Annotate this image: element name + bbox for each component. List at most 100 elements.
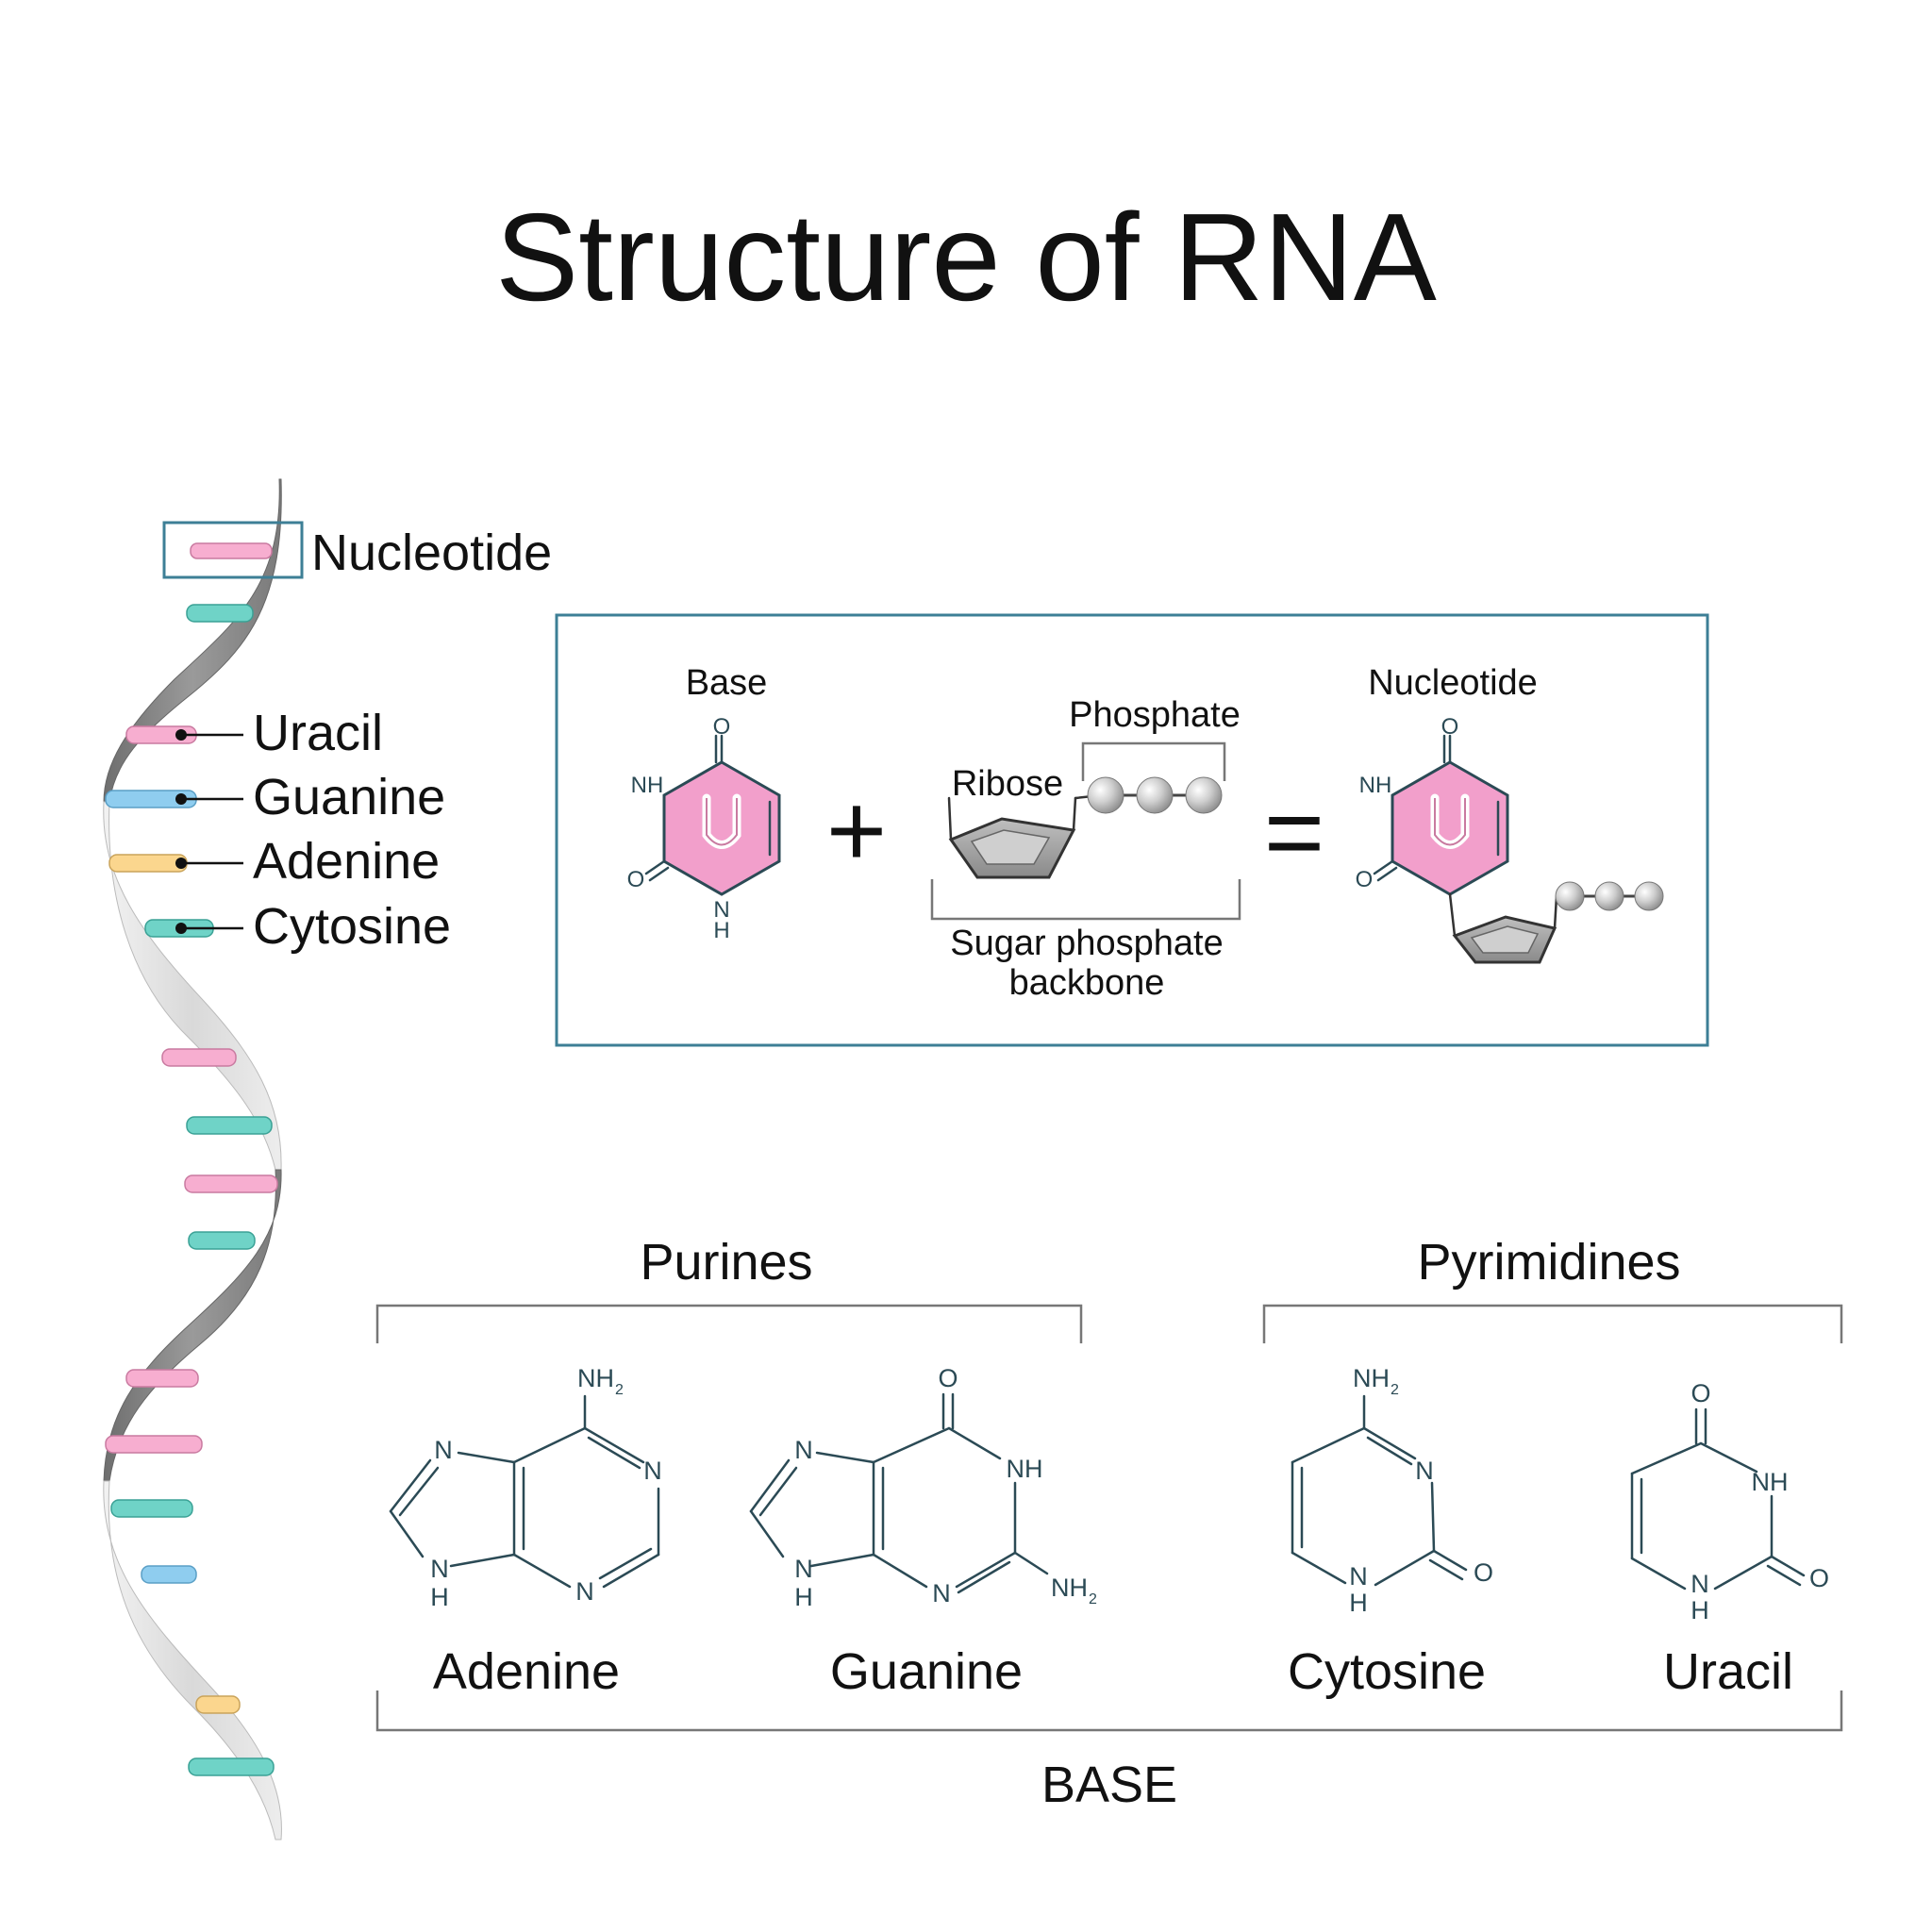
atom-sub-2: 2 — [1391, 1382, 1399, 1398]
base-bracket — [375, 1690, 1843, 1732]
phosphate-chain — [1087, 776, 1223, 814]
phosphate-ball — [1136, 776, 1174, 814]
label-nucleotide-result: Nucleotide — [1368, 663, 1538, 703]
label-uracil: Uracil — [253, 705, 383, 761]
nucleotide-rung-cytosine — [186, 1116, 273, 1135]
label-cytosine: Cytosine — [253, 898, 451, 955]
page-title: Structure of RNA — [495, 188, 1437, 326]
atom-n: N — [575, 1577, 594, 1606]
atom-nh2: NH — [1353, 1364, 1390, 1392]
guanine-structure — [749, 1392, 1049, 1594]
helix-leaders — [175, 729, 243, 934]
nucleotide-highlight-box — [162, 521, 304, 579]
atom-sub-2: 2 — [1089, 1591, 1097, 1607]
atom-h: H — [430, 1583, 449, 1611]
equation-frame — [555, 613, 1709, 1047]
nucleotide-rung-adenine — [195, 1695, 241, 1714]
label-backbone-line2: backbone — [1009, 963, 1165, 1003]
atom-nh2: NH — [577, 1364, 614, 1392]
atom-n: N — [794, 1555, 813, 1583]
phosphate-ball — [1555, 881, 1585, 911]
atom-o: O — [627, 867, 645, 892]
atom-n: N — [643, 1457, 662, 1485]
nucleotide-rung-uracil — [105, 1435, 203, 1454]
label-base: Base — [686, 663, 768, 703]
label-adenine-structure: Adenine — [433, 1643, 620, 1700]
phosphate-bracket — [1081, 741, 1226, 781]
label-backbone-line1: Sugar phosphate — [950, 924, 1223, 963]
atom-h: H — [713, 918, 729, 943]
backbone-segment-light — [103, 1480, 282, 1840]
label-adenine: Adenine — [253, 833, 440, 890]
atom-n: N — [1690, 1570, 1709, 1598]
atom-nh: NH — [1752, 1468, 1789, 1496]
leader-dot — [175, 858, 187, 869]
label-uracil-structure: Uracil — [1663, 1643, 1793, 1700]
leader-dot — [175, 793, 187, 805]
phosphate-ball — [1594, 881, 1624, 911]
heading-purines: Purines — [640, 1234, 812, 1291]
label-guanine-structure: Guanine — [830, 1643, 1023, 1700]
cytosine-structure — [1291, 1394, 1468, 1587]
atom-nh: NH — [1007, 1455, 1043, 1483]
label-ribose: Ribose — [952, 764, 1063, 804]
atom-n: N — [1415, 1457, 1434, 1485]
atom-n: N — [794, 1436, 813, 1464]
label-phosphate: Phosphate — [1069, 695, 1241, 735]
atom-n: N — [932, 1579, 951, 1607]
atom-o: O — [938, 1364, 958, 1392]
label-base-group: BASE — [1041, 1757, 1177, 1813]
purines-bracket — [375, 1304, 1083, 1343]
adenine-structure — [389, 1394, 660, 1589]
backbone-bracket — [930, 879, 1241, 921]
atom-o: O — [1356, 867, 1374, 892]
atom-nh2: NH — [1051, 1574, 1088, 1602]
nucleotide-rung-cytosine — [110, 1499, 193, 1518]
base-structures: Purines Pyrimidines BASE NH 2 N N N — [375, 1234, 1843, 1813]
nucleotide-rung-uracil — [184, 1174, 278, 1193]
label-guanine: Guanine — [253, 769, 445, 825]
atom-o: O — [713, 714, 731, 740]
atom-n: N — [430, 1555, 449, 1583]
atom-o: O — [1809, 1564, 1829, 1592]
nucleotide-rung-uracil — [161, 1048, 237, 1067]
pyrimidines-bracket — [1262, 1304, 1843, 1343]
base-uracil-ring — [644, 734, 781, 896]
helix-backbone — [103, 478, 282, 1840]
nucleotide-rung-uracil — [125, 1369, 199, 1388]
plus-sign: + — [826, 773, 887, 889]
nucleotide-equation: Base O NH O N H + Ribose Phosphate — [555, 613, 1709, 1047]
atom-o: O — [1474, 1558, 1493, 1587]
atom-sub-2: 2 — [615, 1382, 624, 1398]
nucleotide-result — [1373, 734, 1664, 964]
atom-nh: NH — [631, 773, 664, 798]
atom-h: H — [1349, 1589, 1368, 1617]
equals-sign: = — [1264, 774, 1324, 891]
nucleotide-rung-uracil — [190, 542, 273, 559]
heading-pyrimidines: Pyrimidines — [1417, 1234, 1680, 1291]
phosphate-ball — [1634, 881, 1664, 911]
backbone-segment-dark — [103, 1169, 282, 1482]
label-cytosine-structure: Cytosine — [1288, 1643, 1486, 1700]
atom-n: N — [434, 1436, 453, 1464]
nucleotide-rung-cytosine — [188, 1757, 275, 1776]
atom-n: N — [713, 897, 729, 923]
phosphate-ball — [1185, 776, 1223, 814]
atom-h: H — [1690, 1596, 1709, 1624]
atom-h: H — [794, 1583, 813, 1611]
leader-dot — [175, 923, 187, 934]
phosphate-ball — [1087, 776, 1124, 814]
atom-o: O — [1690, 1379, 1710, 1407]
nucleotide-rung-adenine — [108, 854, 188, 873]
nucleotide-rung-cytosine — [186, 604, 254, 623]
atom-n: N — [1349, 1562, 1368, 1591]
nucleotide-rung-cytosine — [188, 1231, 256, 1250]
rna-helix: Nucleotide Uracil Guanine Adenine Cytosi… — [103, 478, 552, 1840]
leader-dot — [175, 729, 187, 741]
atom-o: O — [1441, 714, 1459, 740]
nucleotide-rung-guanine — [141, 1565, 197, 1584]
ribose-pentagon — [947, 793, 1104, 879]
label-nucleotide: Nucleotide — [311, 525, 552, 581]
uracil-structure — [1630, 1407, 1806, 1591]
